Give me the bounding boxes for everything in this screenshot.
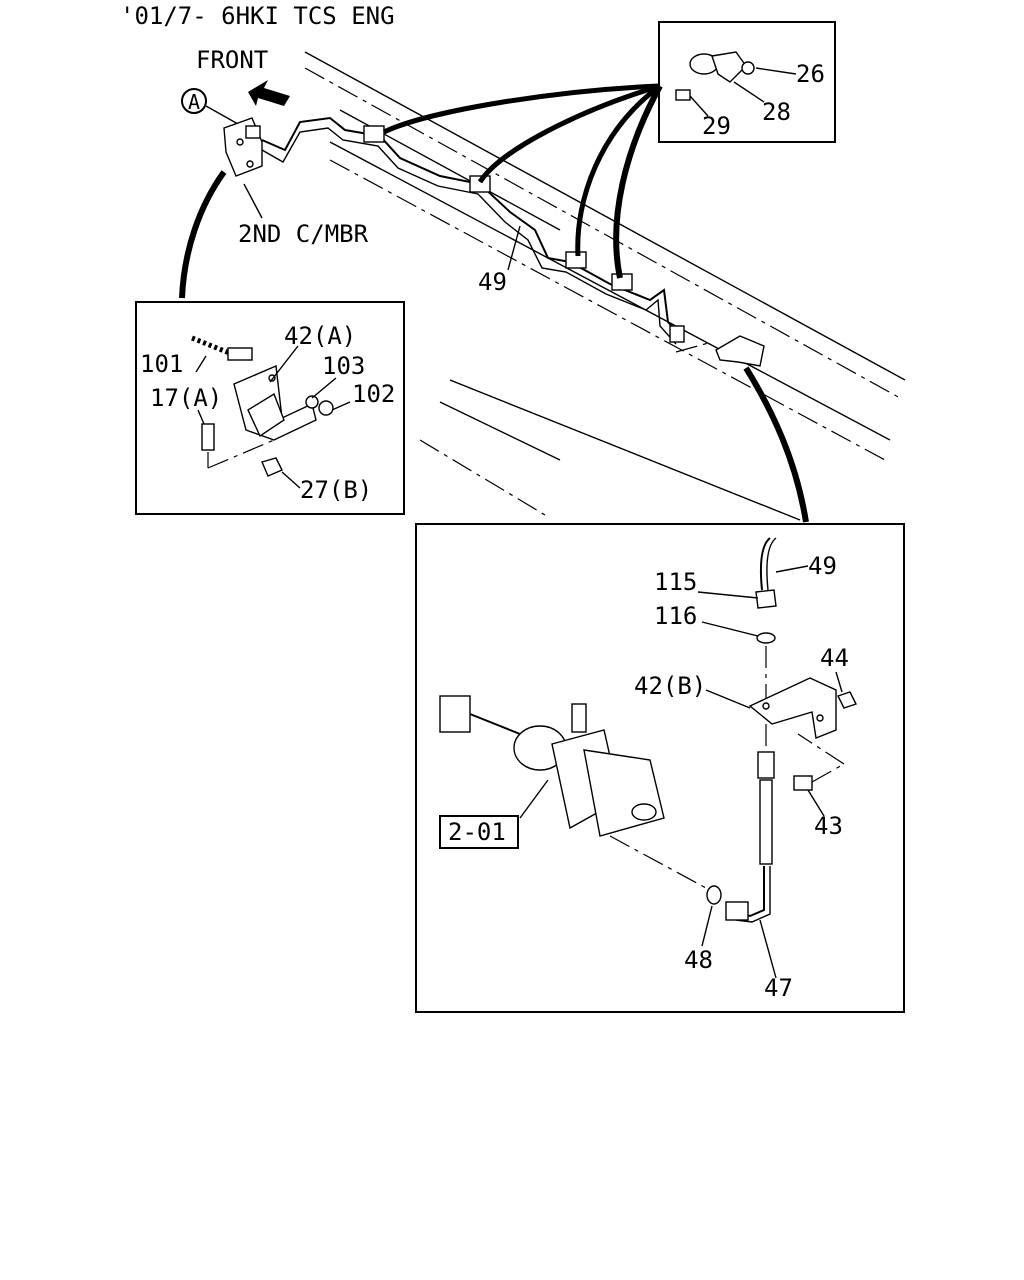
clip-bolt-callout: 29 <box>702 112 731 140</box>
actuator-gasket-callout: 48 <box>684 946 713 974</box>
crossmember-label: 2ND C/MBR <box>238 220 369 248</box>
front-arrow-icon <box>248 80 290 106</box>
clip-callout: 28 <box>762 98 791 126</box>
actuator-hose-callout: 47 <box>764 974 793 1002</box>
bracket-a-lower-nut-callout: 27(B) <box>300 476 372 504</box>
actuator-pipe-callout: 49 <box>808 552 837 580</box>
front-bracket <box>223 117 263 177</box>
front-label: FRONT <box>196 46 268 74</box>
actuator-nut-callout: 115 <box>654 568 697 596</box>
detail-actuator-box <box>415 523 905 1013</box>
clip-leader-curves <box>382 83 663 279</box>
pipe-clips <box>363 125 685 343</box>
clip-nut-callout: 26 <box>796 60 825 88</box>
detail-clip-box <box>658 21 836 143</box>
actuator-right-nut-callout: 44 <box>820 644 849 672</box>
actuator-bracket-callout: 42(B) <box>634 672 706 700</box>
actuator-bolt-callout: 43 <box>814 812 843 840</box>
ref-a-label: A <box>188 90 200 114</box>
detail-bracket-a-box <box>135 301 405 515</box>
pipe-callout: 49 <box>478 268 507 296</box>
header-title: '01/7- 6HKI TCS ENG <box>120 2 395 30</box>
actuator-parts <box>439 537 857 923</box>
bracket-a-nut-callout: 102 <box>352 380 395 408</box>
bracket-a-leader <box>179 170 227 299</box>
rear-bracket <box>675 335 765 367</box>
bracket-a-connector-callout: 101 <box>140 350 183 378</box>
bracket-a-washer-callout: 103 <box>322 352 365 380</box>
ref-a-icon <box>181 88 239 125</box>
actuator-leader <box>743 366 809 523</box>
assembly-ref-box[interactable] <box>439 815 519 849</box>
frame-rail <box>304 51 906 521</box>
actuator-washer-callout: 116 <box>654 602 697 630</box>
bracket-a-callout: 42(A) <box>284 322 356 350</box>
clip-part <box>675 51 755 101</box>
bracket-a-bolt-callout: 17(A) <box>150 384 222 412</box>
bracket-a-parts <box>191 335 334 477</box>
assembly-ref-label[interactable]: 2-01 <box>448 818 506 846</box>
pipe-route <box>261 116 683 345</box>
